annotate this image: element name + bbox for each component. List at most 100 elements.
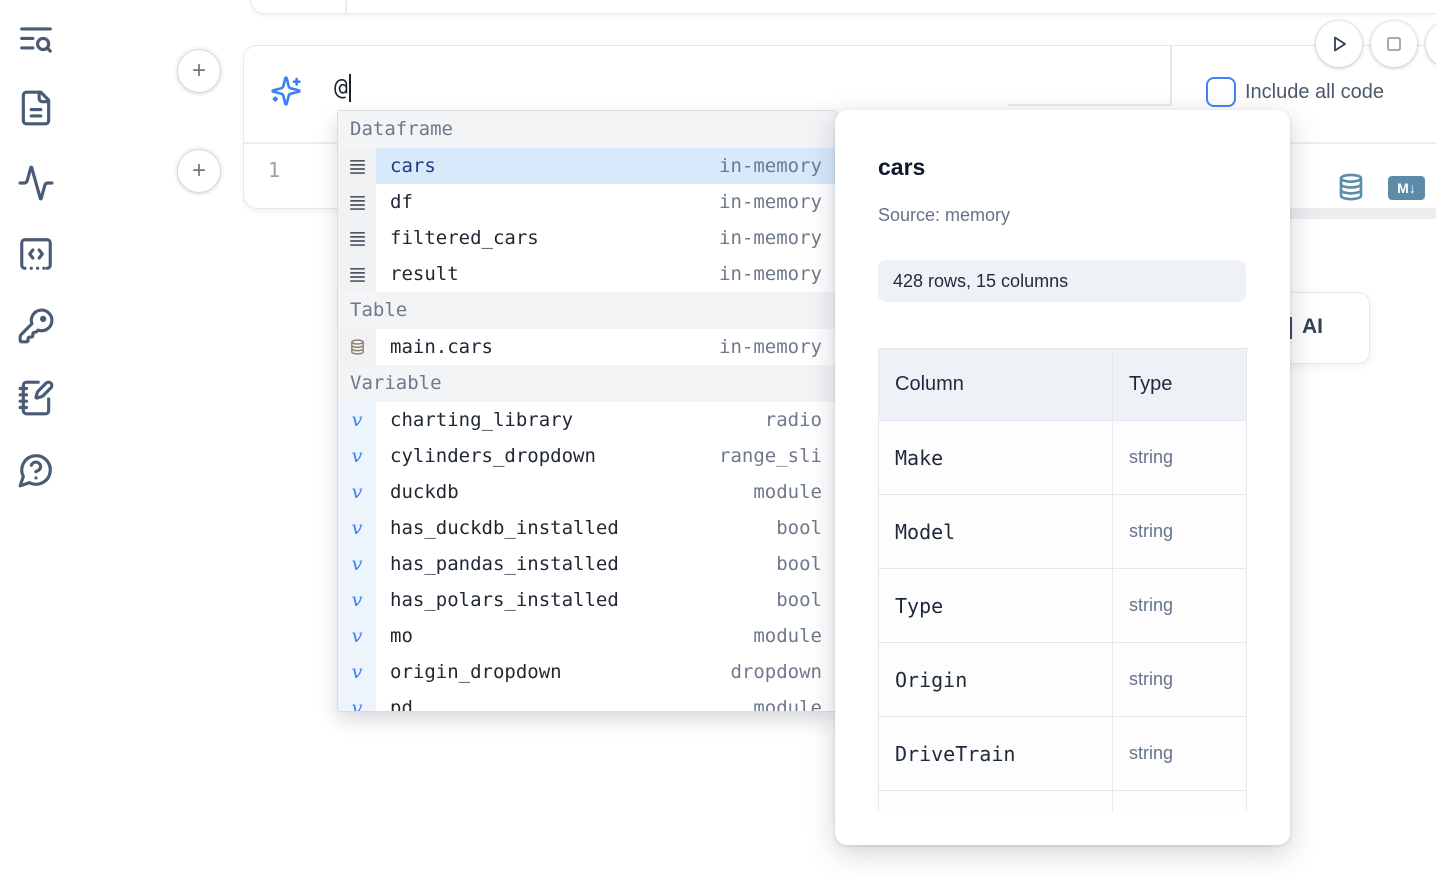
completion-item-name: charting_library <box>390 409 574 431</box>
preview-shape-badge: 428 rows, 15 columns <box>878 260 1246 302</box>
ai-sparkles-icon <box>270 75 302 107</box>
preview-title: cars <box>878 154 926 180</box>
activity-icon[interactable] <box>17 164 55 202</box>
variable-icon: v <box>338 546 376 582</box>
completion-item-type: in-memory <box>719 336 822 358</box>
stop-icon <box>1387 37 1401 51</box>
prompt-bottom-border <box>1008 104 1172 106</box>
completion-item-origin_dropdown[interactable]: v origin_dropdown dropdown <box>338 654 836 690</box>
schema-column-name <box>879 791 1113 811</box>
completion-item-name: cylinders_dropdown <box>390 445 596 467</box>
completion-item-type: bool <box>776 553 822 575</box>
schema-column-type: string <box>1113 569 1247 643</box>
completion-item-has_polars_installed[interactable]: v has_polars_installed bool <box>338 582 836 618</box>
variable-icon: v <box>338 582 376 618</box>
dataframe-icon <box>338 184 376 220</box>
completion-section-table: Table <box>338 292 836 329</box>
completion-item-name: pd <box>390 697 413 712</box>
file-document-icon[interactable] <box>17 89 55 127</box>
completion-item-type: in-memory <box>719 227 822 249</box>
completion-item-name: main.cars <box>390 336 493 358</box>
list-search-icon[interactable] <box>17 21 55 59</box>
run-cell-button[interactable] <box>1316 21 1362 67</box>
completion-item-name: cars <box>376 148 720 184</box>
completion-item-name: origin_dropdown <box>390 661 562 683</box>
completion-item-type: in-memory <box>719 263 822 285</box>
ai-button-label: AI <box>1302 315 1323 338</box>
schema-column-type: string <box>1113 643 1247 717</box>
completion-item-main.cars[interactable]: main.cars in-memory <box>338 329 836 365</box>
clipped-letter <box>1289 317 1292 339</box>
completion-item-type: in-memory <box>719 148 836 184</box>
text-caret <box>348 74 351 102</box>
add-cell-button-bottom[interactable]: + <box>177 149 221 193</box>
line-number: 1 <box>268 158 281 182</box>
completion-section-dataframe: Dataframe <box>338 111 836 148</box>
completion-item-type: in-memory <box>719 191 822 213</box>
play-icon <box>1334 36 1346 52</box>
key-icon[interactable] <box>17 307 55 345</box>
notebook-edit-icon[interactable] <box>17 379 55 417</box>
database-icon[interactable] <box>1336 171 1366 208</box>
completion-item-type: bool <box>776 589 822 611</box>
database-small-icon <box>338 329 376 365</box>
variable-icon: v <box>338 438 376 474</box>
prompt-value: @ <box>334 75 348 101</box>
variable-icon: v <box>338 474 376 510</box>
code-snippet-icon[interactable] <box>17 235 55 273</box>
completion-item-type: module <box>753 697 822 712</box>
completion-item-name: mo <box>390 625 413 647</box>
variable-icon: v <box>338 690 376 711</box>
schema-column-type: string <box>1113 421 1247 495</box>
extra-cell-button[interactable] <box>1426 21 1436 67</box>
stop-cell-button[interactable] <box>1371 21 1417 67</box>
schema-column-name: Type <box>879 569 1113 643</box>
dataframe-icon <box>338 256 376 292</box>
preview-source: Source: memory <box>878 205 1011 225</box>
completion-item-type: module <box>753 481 822 503</box>
variable-icon: v <box>338 618 376 654</box>
schema-header-cell: Column <box>879 349 1113 421</box>
variable-icon: v <box>338 510 376 546</box>
completion-item-name: duckdb <box>390 481 459 503</box>
schema-column-type: string <box>1113 717 1247 791</box>
schema-column-name: Origin <box>879 643 1113 717</box>
schema-column-type: string <box>1113 495 1247 569</box>
markdown-export-icon[interactable]: M↓ <box>1388 176 1425 200</box>
schema-column-name: Make <box>879 421 1113 495</box>
schema-row <box>879 791 1248 811</box>
completion-item-result[interactable]: result in-memory <box>338 256 836 292</box>
include-all-code-checkbox[interactable] <box>1206 77 1236 107</box>
variable-icon: v <box>338 654 376 690</box>
completion-item-name: has_pandas_installed <box>390 553 619 575</box>
completion-item-name: has_duckdb_installed <box>390 517 619 539</box>
completion-item-name: result <box>390 263 459 285</box>
completion-item-type: dropdown <box>730 661 822 683</box>
completion-item-name: has_polars_installed <box>390 589 619 611</box>
completion-item-type: bool <box>776 517 822 539</box>
completion-item-has_pandas_installed[interactable]: v has_pandas_installed bool <box>338 546 836 582</box>
schema-column-name: DriveTrain <box>879 717 1113 791</box>
completion-item-has_duckdb_installed[interactable]: v has_duckdb_installed bool <box>338 510 836 546</box>
prompt-right-divider <box>1170 46 1172 104</box>
ai-prompt-input[interactable]: @ <box>334 74 351 102</box>
previous-cell-gutter-divider <box>345 0 347 13</box>
schema-header-cell: Type <box>1113 349 1247 421</box>
schema-column-name: Model <box>879 495 1113 569</box>
help-chat-icon[interactable] <box>17 451 55 489</box>
add-cell-button-top[interactable]: + <box>177 49 221 93</box>
cell-output-bar <box>1240 208 1436 219</box>
